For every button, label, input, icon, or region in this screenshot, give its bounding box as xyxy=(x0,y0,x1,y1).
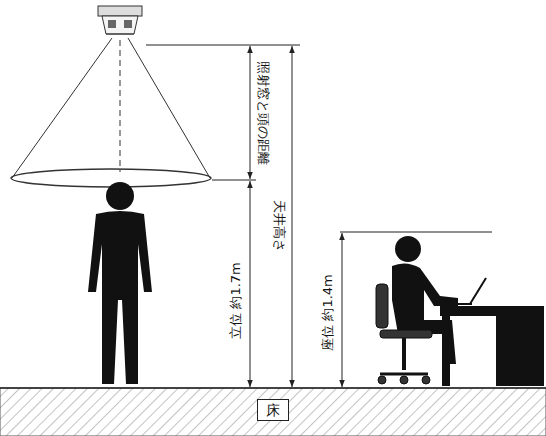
desk xyxy=(440,306,544,386)
office-chair xyxy=(376,284,432,384)
floor-hatch xyxy=(0,388,546,436)
dimension-label: 照射窓と頭の距離 xyxy=(256,58,271,166)
floor-line xyxy=(0,387,546,389)
light-cone xyxy=(11,38,211,187)
laptop xyxy=(452,278,486,304)
dimension-lines xyxy=(146,45,492,387)
dimension-label: 立位 約1.7m xyxy=(227,260,242,340)
floor-tag: 床 xyxy=(257,399,289,421)
floor-band xyxy=(0,388,546,436)
uv-device xyxy=(98,6,142,34)
dimension-label: 天井高さ xyxy=(272,197,287,253)
standing-person xyxy=(88,182,152,384)
dimension-label: 座位 約1.4m xyxy=(319,272,334,352)
floor-text: 床 xyxy=(266,403,280,417)
